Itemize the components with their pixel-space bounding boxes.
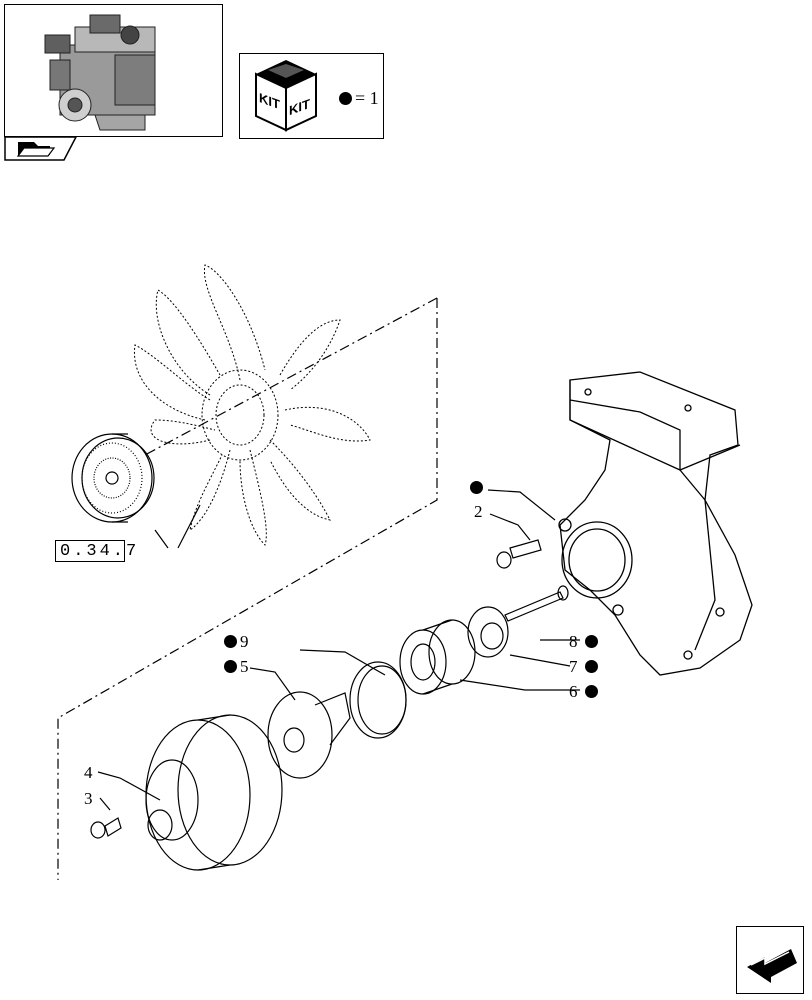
bolt-2: [496, 539, 542, 569]
kit-legend-equals: = 1: [355, 88, 379, 108]
kit-legend-dot: [339, 92, 352, 105]
callout-7-dot: [585, 660, 598, 673]
callout-2-dot: [470, 481, 483, 494]
kit-box-icon: KIT KIT: [255, 60, 317, 132]
snap-ring-9: [349, 661, 407, 739]
engine-icon: [44, 14, 156, 131]
engine-thumbnail-frame: [4, 4, 223, 137]
bearing-6: [399, 619, 476, 695]
kit-legend-box: KIT KIT = 1: [239, 53, 384, 139]
callout-6[interactable]: 6: [569, 682, 578, 701]
seal-7: [467, 606, 509, 658]
reference-code[interactable]: 0.34.7: [60, 542, 140, 561]
callout-8-dot: [585, 635, 598, 648]
nav-folder-icon: [16, 142, 56, 157]
viscous-clutch: [71, 433, 155, 523]
hub-flange-5: [267, 691, 351, 779]
callout-6-dot: [585, 685, 598, 698]
next-page-arrow-icon: [747, 949, 797, 983]
callout-5[interactable]: 5: [240, 657, 249, 676]
fan-outline: [133, 264, 371, 546]
callout-2[interactable]: 2: [474, 502, 483, 521]
bolt-3: [90, 817, 122, 839]
callout-9[interactable]: 9: [240, 632, 249, 651]
next-page-button[interactable]: [736, 926, 804, 994]
water-pump-housing: [558, 371, 753, 676]
group-boundary: [57, 298, 438, 880]
pulley-4: [145, 714, 283, 871]
callout-8[interactable]: 8: [569, 632, 578, 651]
callout-7[interactable]: 7: [569, 657, 578, 676]
reference-box: [55, 540, 125, 562]
callout-9-dot: [224, 635, 237, 648]
callout-5-dot: [224, 660, 237, 673]
nav-tab[interactable]: [4, 136, 84, 166]
callout-4[interactable]: 4: [84, 763, 93, 782]
callout-3[interactable]: 3: [84, 789, 93, 808]
bolt-8: [504, 585, 569, 622]
